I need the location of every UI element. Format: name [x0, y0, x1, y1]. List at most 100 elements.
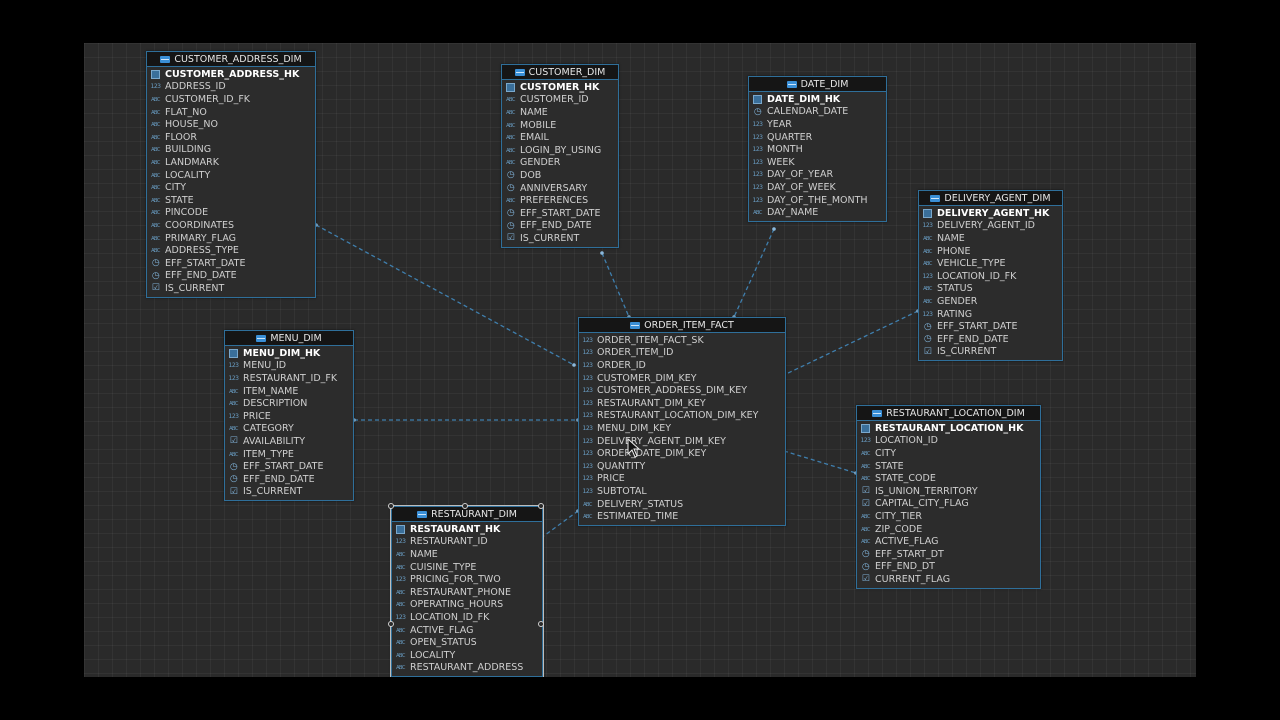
diagram-canvas[interactable]: CUSTOMER_ADDRESS_DIMCUSTOMER_ADDRESS_HKA… — [84, 43, 1196, 677]
column-row[interactable]: EFF_START_DATE — [147, 257, 315, 270]
column-row[interactable]: AVAILABILITY — [225, 435, 353, 448]
column-row[interactable]: GENDER — [502, 157, 618, 170]
column-row[interactable]: STATE — [857, 460, 1040, 473]
column-row[interactable]: PINCODE — [147, 207, 315, 220]
column-row[interactable]: PHONE — [919, 245, 1062, 258]
table-header[interactable]: DATE_DIM — [749, 77, 886, 92]
column-row[interactable]: DELIVERY_AGENT_ID — [919, 220, 1062, 233]
column-row[interactable]: DAY_NAME — [749, 206, 886, 219]
column-row[interactable]: LOCATION_ID_FK — [919, 270, 1062, 283]
table-customer-dim[interactable]: CUSTOMER_DIMCUSTOMER_HKCUSTOMER_IDNAMEMO… — [501, 64, 619, 248]
column-row[interactable]: ITEM_TYPE — [225, 448, 353, 461]
table-header[interactable]: MENU_DIM — [225, 331, 353, 346]
table-header[interactable]: CUSTOMER_DIM — [502, 65, 618, 80]
column-row[interactable]: DELIVERY_AGENT_DIM_KEY — [579, 435, 785, 448]
column-row[interactable]: ESTIMATED_TIME — [579, 510, 785, 523]
column-row[interactable]: LOCALITY — [392, 649, 542, 662]
column-row[interactable]: STATE_CODE — [857, 472, 1040, 485]
table-menu-dim[interactable]: MENU_DIMMENU_DIM_HKMENU_IDRESTAURANT_ID_… — [224, 330, 354, 502]
column-row[interactable]: ADDRESS_ID — [147, 81, 315, 94]
table-header[interactable]: RESTAURANT_DIM — [392, 507, 542, 522]
column-row[interactable]: NAME — [919, 232, 1062, 245]
column-row[interactable]: LOCATION_ID — [857, 435, 1040, 448]
column-row[interactable]: MOBILE — [502, 119, 618, 132]
primary-key-row[interactable]: CUSTOMER_HK — [502, 81, 618, 94]
column-row[interactable]: EFF_END_DATE — [502, 220, 618, 233]
column-row[interactable]: EFF_END_DATE — [147, 270, 315, 283]
column-row[interactable]: RESTAURANT_PHONE — [392, 586, 542, 599]
primary-key-row[interactable]: CUSTOMER_ADDRESS_HK — [147, 68, 315, 81]
column-row[interactable]: RESTAURANT_ADDRESS — [392, 662, 542, 675]
column-row[interactable]: QUARTER — [749, 131, 886, 144]
column-row[interactable]: WEEK — [749, 156, 886, 169]
column-row[interactable]: EMAIL — [502, 131, 618, 144]
column-row[interactable]: GENDER — [919, 295, 1062, 308]
column-row[interactable]: PRICING_FOR_TWO — [392, 573, 542, 586]
column-row[interactable]: DAY_OF_WEEK — [749, 181, 886, 194]
column-row[interactable]: CUSTOMER_ID_FK — [147, 93, 315, 106]
column-row[interactable]: LOGIN_BY_USING — [502, 144, 618, 157]
column-row[interactable]: PRIMARY_FLAG — [147, 232, 315, 245]
column-row[interactable]: CURRENT_FLAG — [857, 573, 1040, 586]
table-date-dim[interactable]: DATE_DIMDATE_DIM_HKCALENDAR_DATEYEARQUAR… — [748, 76, 887, 222]
column-row[interactable]: CAPITAL_CITY_FLAG — [857, 498, 1040, 511]
table-restaurant-dim[interactable]: RESTAURANT_DIMRESTAURANT_HKRESTAURANT_ID… — [390, 504, 544, 677]
column-row[interactable]: BUILDING — [147, 144, 315, 157]
column-row[interactable]: MONTH — [749, 143, 886, 156]
column-row[interactable]: RESTAURANT_LOCATION_DIM_KEY — [579, 410, 785, 423]
column-row[interactable]: FLAT_NO — [147, 106, 315, 119]
column-row[interactable]: RESTAURANT_ID_FK — [225, 372, 353, 385]
column-row[interactable]: EFF_START_DT — [857, 548, 1040, 561]
column-row[interactable]: IS_CURRENT — [919, 346, 1062, 359]
column-row[interactable]: ACTIVE_FLAG — [392, 624, 542, 637]
primary-key-row[interactable]: RESTAURANT_HK — [392, 523, 542, 536]
column-row[interactable]: EFF_START_DATE — [919, 320, 1062, 333]
column-row[interactable]: DESCRIPTION — [225, 397, 353, 410]
column-row[interactable]: HOUSE_NO — [147, 118, 315, 131]
column-row[interactable]: SUBTOTAL — [579, 485, 785, 498]
selection-handle[interactable] — [388, 621, 394, 627]
relationship-line[interactable] — [540, 510, 579, 539]
column-row[interactable]: CITY — [857, 447, 1040, 460]
column-row[interactable]: CATEGORY — [225, 423, 353, 436]
relationship-line[interactable] — [601, 252, 630, 318]
column-row[interactable]: PREFERENCES — [502, 194, 618, 207]
column-row[interactable]: PRICE — [225, 410, 353, 423]
column-row[interactable]: CITY_TIER — [857, 510, 1040, 523]
column-row[interactable]: COORDINATES — [147, 219, 315, 232]
selection-handle[interactable] — [538, 621, 544, 627]
column-row[interactable]: EFF_END_DATE — [919, 333, 1062, 346]
column-row[interactable]: DELIVERY_STATUS — [579, 498, 785, 511]
column-row[interactable]: IS_UNION_TERRITORY — [857, 485, 1040, 498]
column-row[interactable]: ZIP_CODE — [857, 523, 1040, 536]
primary-key-row[interactable]: DATE_DIM_HK — [749, 93, 886, 106]
column-row[interactable]: RESTAURANT_ID — [392, 536, 542, 549]
column-row[interactable]: DAY_OF_THE_MONTH — [749, 194, 886, 207]
primary-key-row[interactable]: MENU_DIM_HK — [225, 347, 353, 360]
column-row[interactable]: LANDMARK — [147, 156, 315, 169]
column-row[interactable]: CITY — [147, 181, 315, 194]
table-header[interactable]: RESTAURANT_LOCATION_DIM — [857, 406, 1040, 421]
column-row[interactable]: ORDER_ITEM_FACT_SK — [579, 334, 785, 347]
column-row[interactable]: EFF_START_DATE — [225, 460, 353, 473]
column-row[interactable]: RATING — [919, 308, 1062, 321]
relationship-line[interactable] — [783, 310, 919, 376]
column-row[interactable]: OPEN_STATUS — [392, 636, 542, 649]
column-row[interactable]: CUISINE_TYPE — [392, 561, 542, 574]
column-row[interactable]: IS_CURRENT — [147, 282, 315, 295]
column-row[interactable]: EFF_END_DT — [857, 561, 1040, 574]
primary-key-row[interactable]: DELIVERY_AGENT_HK — [919, 207, 1062, 220]
column-row[interactable]: VEHICLE_TYPE — [919, 257, 1062, 270]
column-row[interactable]: LOCATION_ID_FK — [392, 611, 542, 624]
selection-handle[interactable] — [388, 503, 394, 509]
selection-handle[interactable] — [462, 503, 468, 509]
column-row[interactable]: ITEM_NAME — [225, 385, 353, 398]
column-row[interactable]: CUSTOMER_ADDRESS_DIM_KEY — [579, 384, 785, 397]
column-row[interactable]: FLOOR — [147, 131, 315, 144]
table-header[interactable]: CUSTOMER_ADDRESS_DIM — [147, 52, 315, 67]
column-row[interactable]: NAME — [392, 548, 542, 561]
column-row[interactable]: ADDRESS_TYPE — [147, 244, 315, 257]
column-row[interactable]: PRICE — [579, 473, 785, 486]
column-row[interactable]: YEAR — [749, 118, 886, 131]
